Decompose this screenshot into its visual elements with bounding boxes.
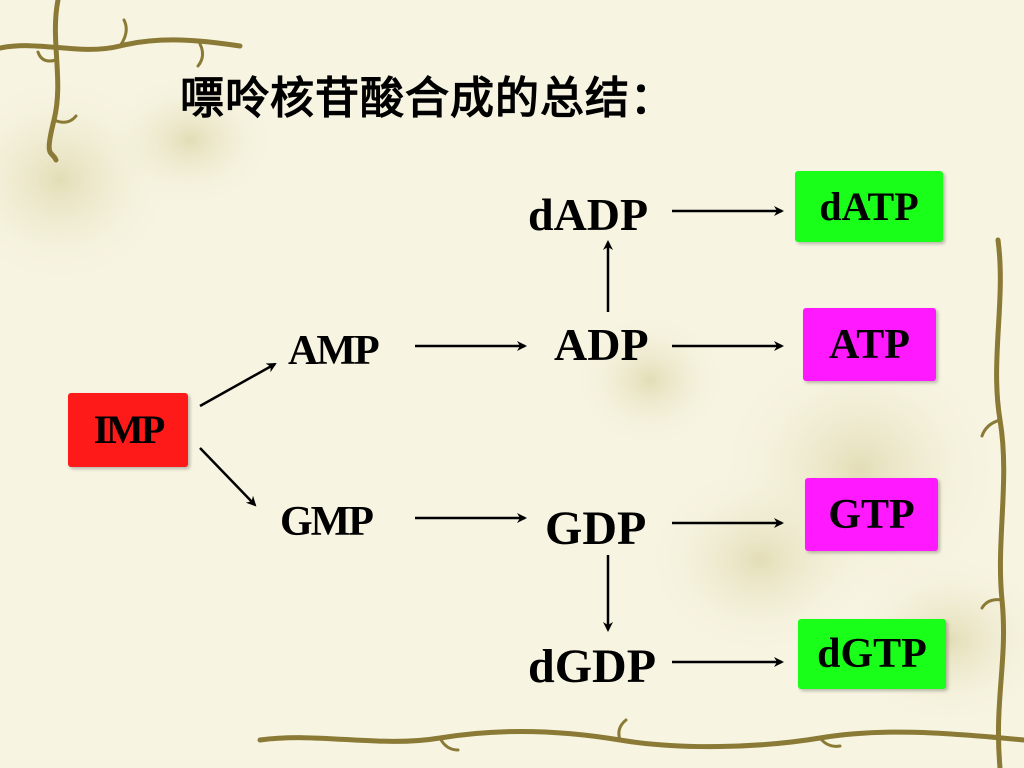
adp-label: ADP [554, 319, 649, 370]
vine-frame-bottom-right [257, 237, 1024, 768]
gtp-label: GTP [828, 491, 915, 538]
leaf-blotch [100, 70, 280, 210]
imp-box: IMP [68, 393, 188, 467]
atp-box: ATP [803, 308, 936, 381]
dgtp-label: dGTP [817, 631, 927, 677]
amp-label: AMP [288, 328, 380, 374]
dgtp-box: dGTP [798, 619, 946, 689]
atp-label: ATP [829, 321, 910, 368]
arrow-imp-to-amp [199, 362, 277, 408]
arrow-imp-to-gmp [199, 447, 257, 507]
dadp-label: dADP [528, 189, 649, 240]
vine-frame-top-left [0, 0, 243, 163]
gtp-box: GTP [805, 478, 938, 551]
gdp-label: GDP [545, 502, 647, 555]
datp-box: dATP [795, 171, 943, 242]
gmp-label: GMP [280, 499, 374, 545]
dgdp-label: dGDP [528, 640, 657, 693]
imp-label: IMP [93, 407, 166, 452]
datp-label: dATP [819, 183, 919, 229]
page-title: 嘌呤核苷酸合成的总结： [180, 73, 675, 124]
